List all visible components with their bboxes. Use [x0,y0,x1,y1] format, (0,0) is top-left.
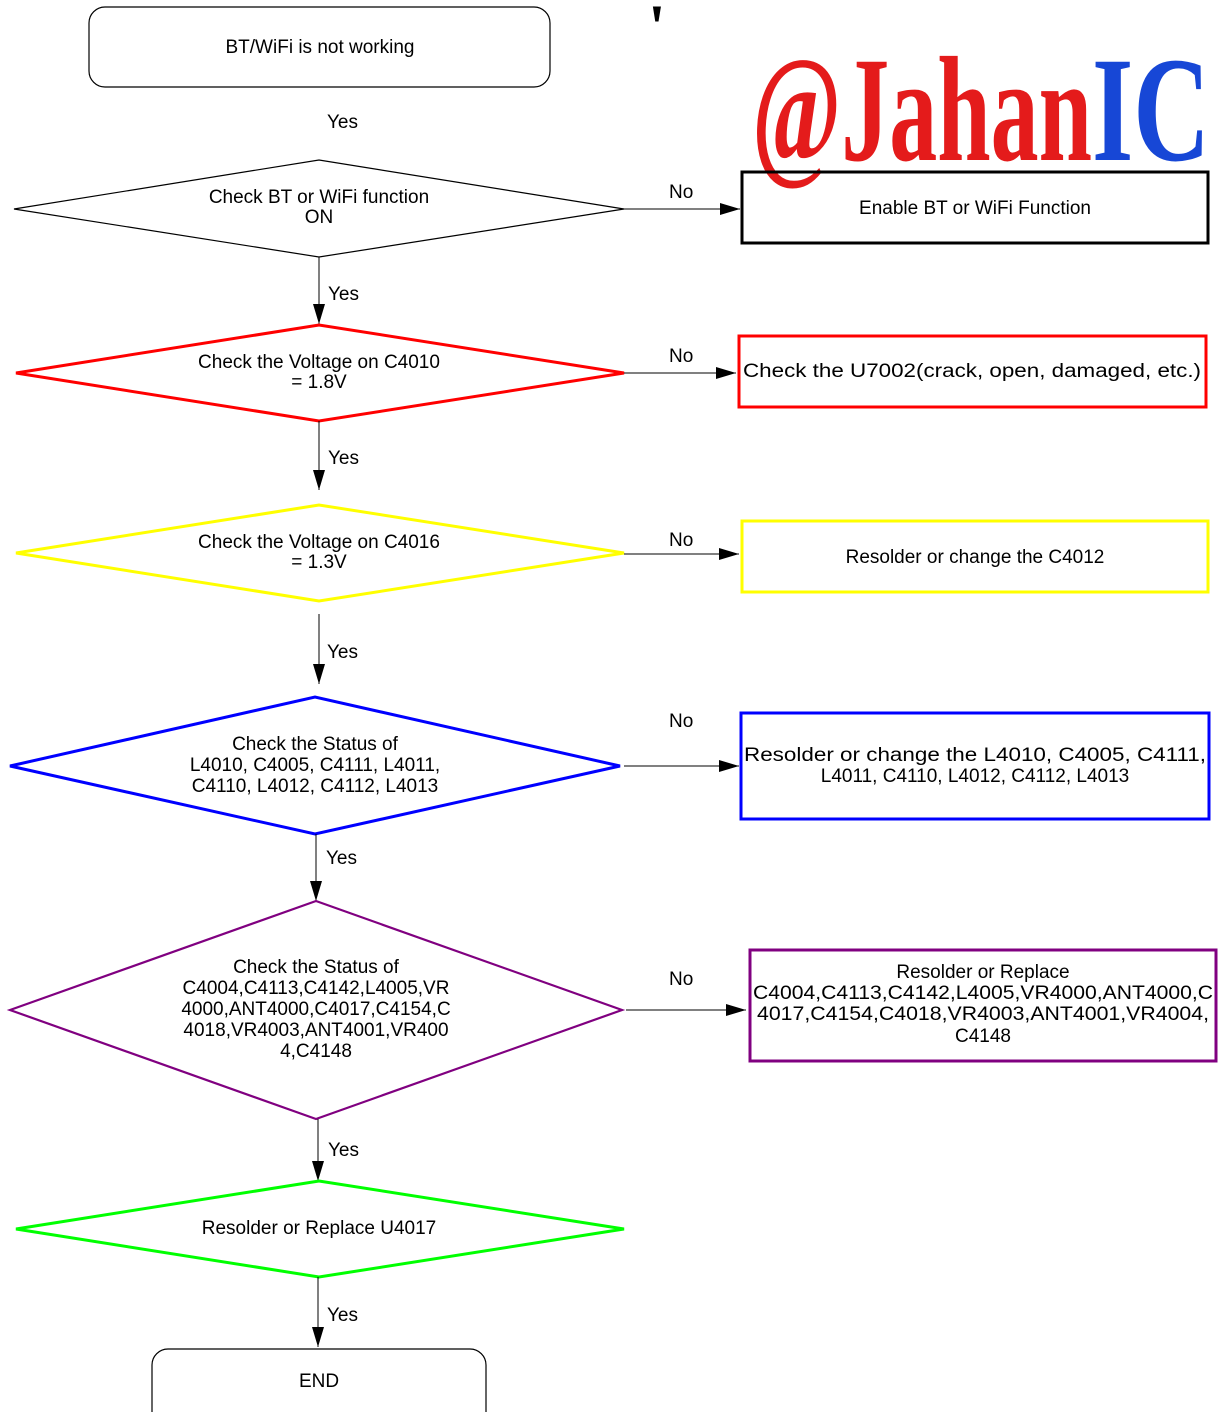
decision-5-line-5: 4,C4148 [280,1041,352,1062]
start-node: BT/WiFi is not working [88,6,551,88]
action-5-line-4: C4148 [955,1026,1011,1047]
decision-replace-u4017: Resolder or Replace U4017 [15,1179,625,1279]
decision-5-line-1: Check the Status of [233,957,400,978]
yes-label-0: Yes [327,112,358,133]
action-resolder-l4010: Resolder or change the L4010, C4005, C41… [739,711,1211,821]
decision-2-line-1: Check the Voltage on C4010 [198,352,440,373]
action-5-line-1: Resolder or Replace [896,962,1069,983]
action-box-3 [740,519,1210,594]
decision-status-l4010: Check the Status of L4010, C4005, C4111,… [9,695,621,836]
yes-label-6: Yes [327,1305,358,1326]
watermark-logo: ' @Jahan IC [648,0,1212,195]
decision-3-line-2: = 1.3V [291,552,347,573]
yes-label-1: Yes [328,284,359,305]
decision-bt-wifi-on: Check BT or WiFi function ON [13,159,625,258]
decision-3-line-1: Check the Voltage on C4016 [198,532,440,553]
decision-diamond-6 [15,1179,625,1279]
action-5-line-2: C4004,C4113,C4142,L4005,VR4000,ANT4000,C [753,983,1213,1004]
action-box-5 [748,948,1218,1063]
yes-label-5: Yes [328,1140,359,1161]
watermark-prefix: @Jahan [752,27,1092,193]
decision-5-line-2: C4004,C4113,C4142,L4005,VR [183,978,450,999]
action-3-line-1: Resolder or change the C4012 [846,547,1105,568]
yes-label-4: Yes [326,848,357,869]
action-box-2 [737,334,1208,409]
start-box [88,6,551,88]
decision-5-line-3: 4000,ANT4000,C4017,C4154,C [181,999,450,1020]
action-check-u7002: Check the U7002(crack, open, damaged, et… [737,334,1208,409]
action-1-line-1: Enable BT or WiFi Function [859,198,1091,219]
action-resolder-replace-c4004: Resolder or Replace C4004,C4113,C4142,L4… [748,948,1218,1063]
decision-4-line-2: L4010, C4005, C4111, L4011, [190,755,440,776]
end-box [151,1348,487,1412]
action-box-4 [739,711,1211,821]
decision-diamond-5 [6,899,626,1121]
action-2-line-1: Check the U7002(crack, open, damaged, et… [743,361,1201,382]
decision-voltage-c4010: Check the Voltage on C4010 = 1.8V [15,323,625,423]
decision-4-line-3: C4110, L4012, C4112, L4013 [192,776,439,797]
decision-status-c4004: Check the Status of C4004,C4113,C4142,L4… [6,899,626,1121]
end-node: END [151,1348,487,1412]
decision-voltage-c4016: Check the Voltage on C4016 = 1.3V [15,503,625,603]
watermark-tick: ' [648,0,666,62]
no-label-5: No [669,969,693,990]
no-label-3: No [669,530,693,551]
decision-diamond-4 [9,695,621,836]
no-label-1: No [669,182,693,203]
action-enable-function: Enable BT or WiFi Function [740,170,1210,245]
decision-1-line-1: Check BT or WiFi function [209,187,429,208]
action-5-line-3: 4017,C4154,C4018,VR4003,ANT4001,VR4004, [757,1004,1209,1025]
end-label: END [299,1371,339,1392]
action-resolder-c4012: Resolder or change the C4012 [740,519,1210,594]
action-4-line-2: L4011, C4110, L4012, C4112, L4013 [821,766,1129,787]
watermark-suffix: IC [1092,27,1210,193]
decision-5-line-4: 4018,VR4003,ANT4001,VR400 [183,1020,448,1041]
decision-4-line-1: Check the Status of [232,734,399,755]
start-label: BT/WiFi is not working [226,37,415,58]
decision-2-line-2: = 1.8V [291,372,347,393]
yes-label-2: Yes [328,448,359,469]
decision-6-line-1: Resolder or Replace U4017 [202,1218,436,1239]
decision-diamond-3 [15,503,625,603]
no-label-4: No [669,711,693,732]
decision-1-line-2: ON [305,207,334,228]
yes-label-3: Yes [327,642,358,663]
action-4-line-1: Resolder or change the L4010, C4005, C41… [744,745,1206,766]
action-box-1 [740,170,1210,245]
no-label-2: No [669,346,693,367]
